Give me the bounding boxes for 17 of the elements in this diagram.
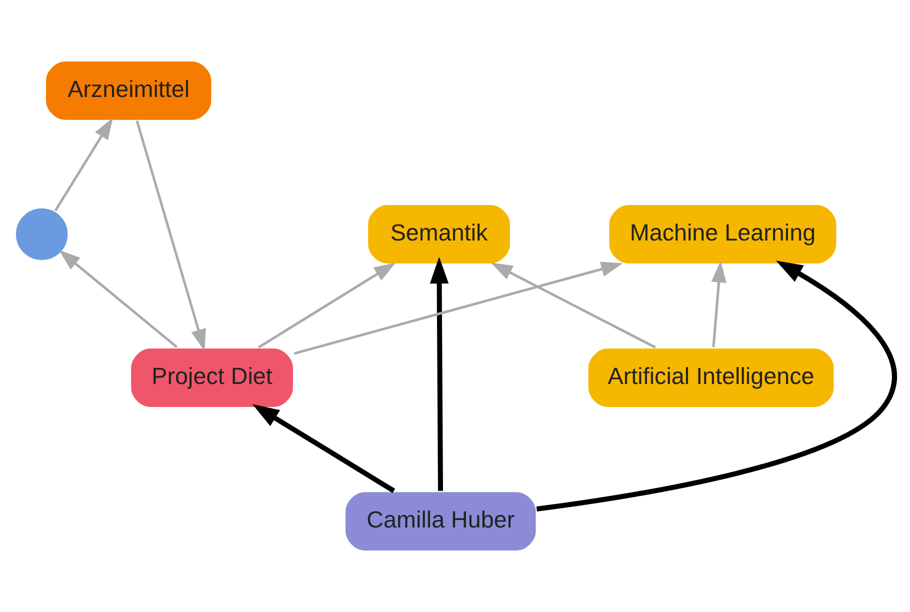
node-box: Semantik [366,203,512,266]
node-box: Artificial Intelligence [586,346,836,409]
arrow [258,262,396,348]
node-box: Machine Learning [608,203,838,266]
arrow [136,120,206,351]
node-box: Arzneimittel [44,60,213,122]
node-box: Camilla Huber [344,490,538,552]
node-box: Project Diet [129,346,295,409]
arrow [490,262,656,348]
arrow [294,262,623,355]
node-circle [14,206,70,262]
arrow [58,250,178,348]
arrow [430,256,449,491]
arrow [54,118,113,212]
arrow [252,404,396,494]
arrow [536,260,897,512]
arrow [711,260,726,348]
